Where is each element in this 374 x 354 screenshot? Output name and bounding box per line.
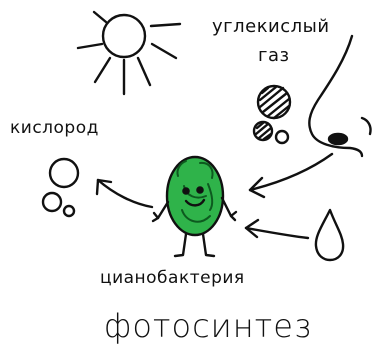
co2-label-line1: углекислый <box>212 16 330 37</box>
arrow-bacterium-to-oxygen <box>97 180 152 207</box>
nose-icon <box>309 36 370 156</box>
water-drop-icon <box>316 210 343 260</box>
arrow-water-to-bacterium <box>246 220 308 238</box>
arrow-co2-to-bacterium <box>250 154 332 197</box>
oxygen-bubbles-icon <box>43 159 78 216</box>
co2-label-line2: газ <box>258 45 290 66</box>
cyanobacterium-icon <box>153 157 236 256</box>
cyanobacterium-label: цианобактерия <box>100 268 245 288</box>
co2-molecule-icon <box>254 86 290 143</box>
oxygen-label: кислород <box>10 118 99 138</box>
diagram-title: фотосинтез <box>104 307 312 345</box>
sun-icon <box>78 12 180 94</box>
